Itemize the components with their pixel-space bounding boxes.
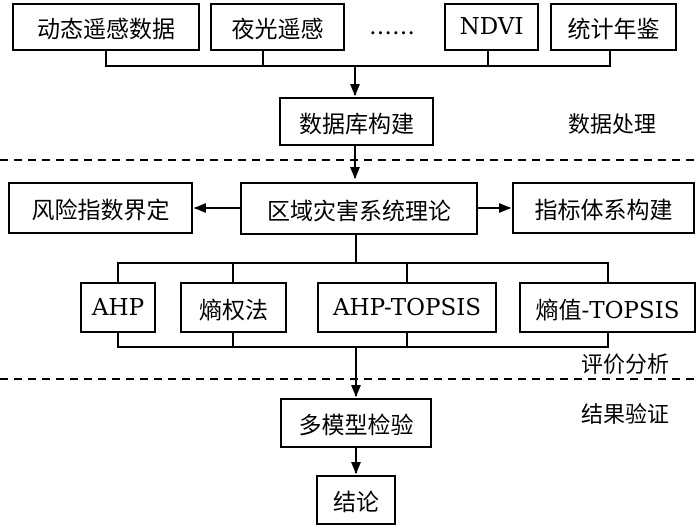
source-dynamic-remote-sensing: 动态遥感数据 [12, 3, 200, 51]
sources-bus [105, 51, 611, 67]
stage-label-data-processing: 数据处理 [568, 113, 657, 138]
risk-index-definition: 风险指数界定 [8, 182, 193, 234]
method-entropy-weight: 熵权法 [180, 282, 287, 333]
methods-top-bus [117, 262, 609, 282]
source-ndvi: NDVI [444, 3, 539, 51]
stage-label-result-validation: 结果验证 [581, 403, 670, 428]
method-ahp-topsis: AHP-TOPSIS [317, 282, 497, 333]
multi-model-validation: 多模型检验 [280, 398, 432, 448]
index-system-construction: 指标体系构建 [512, 182, 695, 234]
regional-disaster-system-theory: 区域灾害系统理论 [240, 182, 478, 235]
database-construction: 数据库构建 [279, 97, 434, 146]
method-entropy-topsis: 熵值-TOPSIS [519, 282, 696, 333]
conclusion: 结论 [316, 475, 396, 525]
source-statistical-yearbook: 统计年鉴 [550, 3, 677, 51]
methods-bottom-bus [117, 333, 609, 348]
method-ahp: AHP [80, 282, 156, 333]
source-night-light-remote-sensing: 夜光遥感 [210, 3, 345, 51]
source-ellipsis: …… [369, 14, 415, 40]
stage-label-evaluation-analysis: 评价分析 [581, 353, 670, 378]
